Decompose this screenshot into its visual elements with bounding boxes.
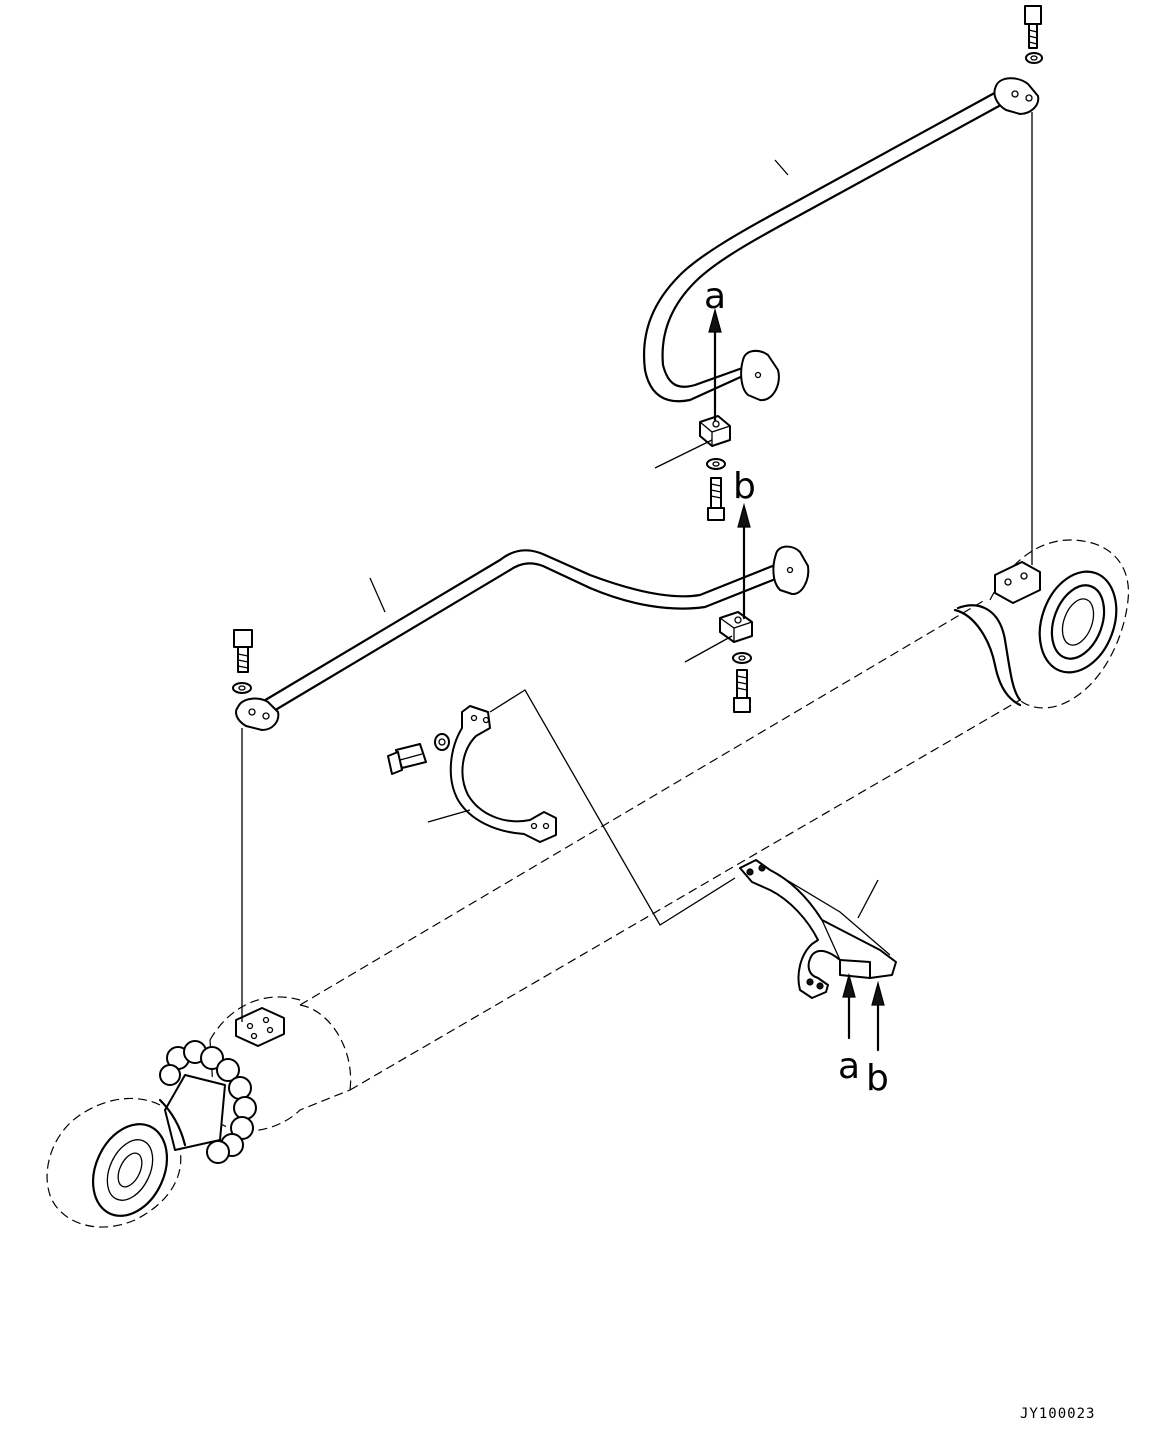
label-a-lower: a (838, 1046, 860, 1087)
upper-hydraulic-pipe (643, 77, 1040, 403)
drawing-code: JY100023 (1020, 1406, 1095, 1422)
arrow-b-upper: b (733, 466, 756, 620)
lower-hydraulic-pipe (235, 545, 810, 731)
pipe-support-bracket (739, 859, 897, 999)
arrow-a-upper: a (704, 276, 726, 422)
arrow-b-lower: b (866, 980, 889, 1099)
band-clamp (387, 705, 557, 843)
band-clamp-leader (489, 689, 736, 926)
hydraulic-cylinder (46, 539, 1130, 1228)
bolt-upper-right (1024, 5, 1043, 64)
bolt-upper-left (232, 629, 253, 694)
clamp-block-upper (654, 415, 731, 521)
label-b-upper: b (733, 466, 756, 507)
label-a-upper: a (704, 276, 726, 317)
clamp-block-lower (684, 611, 753, 713)
label-b-lower: b (866, 1058, 889, 1099)
arrow-a-lower: a (838, 972, 860, 1087)
